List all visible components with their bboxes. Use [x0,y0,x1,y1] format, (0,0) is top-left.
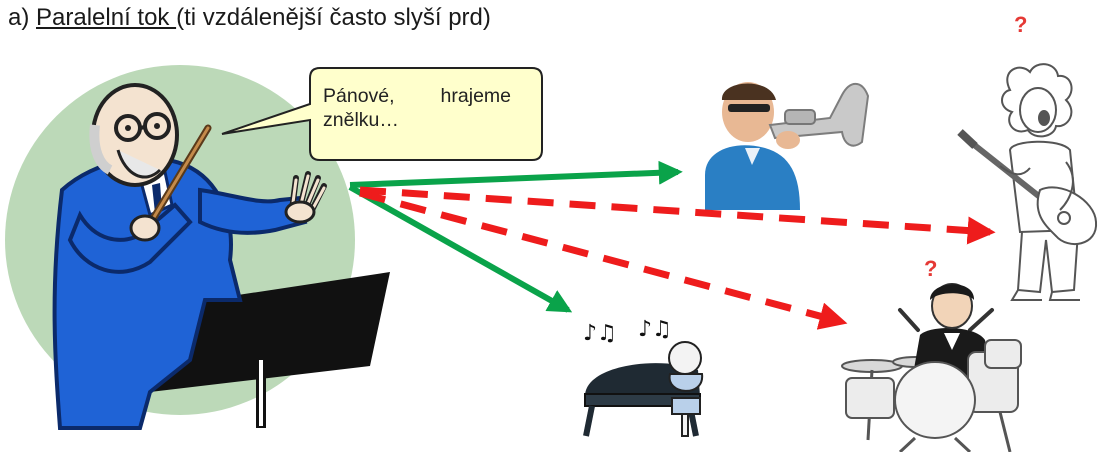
red-dashed-arrow-guitarist [359,186,996,245]
green-arrow-trumpeter [349,160,683,188]
heading-title: Paralelní tok [36,4,177,31]
trumpeter-icon [705,82,870,210]
slide-heading: a) Paralelní tok (ti vzdálenější často s… [8,4,491,32]
speech-bubble-text: Pánové, hrajeme znělku… [323,84,523,132]
music-note-icon: ♪♫ [638,317,672,342]
speech-bubble [221,67,543,161]
heading-note: (ti vzdálenější často slyší prd) [176,4,491,31]
red-dashed-arrow-drummer [359,189,848,330]
question-mark-drummer: ? [924,256,938,281]
speech-line-2: znělku… [323,109,399,131]
green-arrow-pianist [348,184,573,313]
speech-word-1: Pánové, [323,85,395,107]
drummer-icon [841,283,1022,452]
speech-word-2: hrajeme [440,85,511,107]
guitarist-icon [957,63,1098,301]
pianist-icon: ♪♫ ♪♫ [583,317,704,437]
conductor-icon [5,65,390,430]
list-marker: a) [8,4,30,31]
music-note-icon: ♪♫ [583,321,617,346]
question-mark-guitarist: ? [1014,12,1028,37]
